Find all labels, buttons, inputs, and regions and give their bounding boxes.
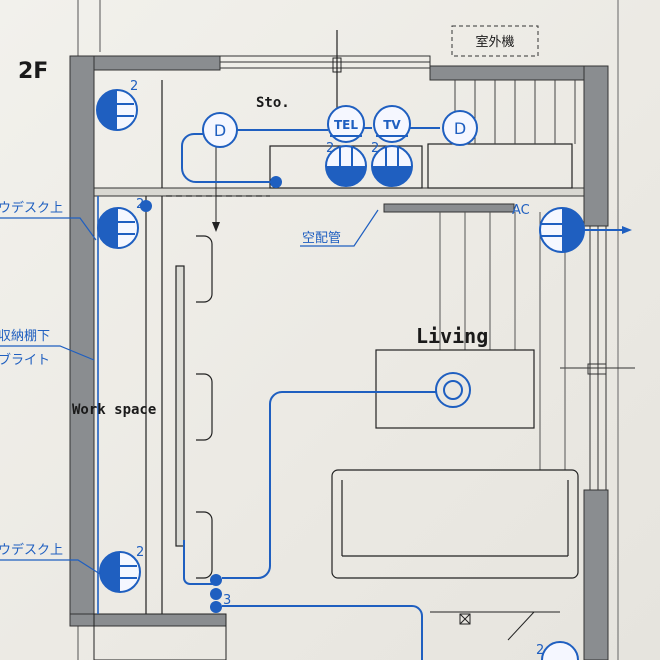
junction-dots — [140, 176, 282, 613]
wall-left — [69, 55, 95, 617]
d-symbol-right — [442, 110, 478, 146]
d-label-left: D — [214, 121, 226, 140]
ceiling-light-icon — [435, 372, 471, 408]
outdoor-unit-box — [451, 25, 539, 57]
outdoor-unit-label: 室外機 — [475, 34, 514, 50]
ac-unit-bar — [383, 203, 515, 213]
tv-board — [375, 349, 535, 429]
count-bottom-right: 2 — [536, 643, 544, 658]
tv-label: TV — [383, 118, 401, 132]
conduit-arrow — [212, 222, 220, 232]
count-desk-lower: 2 — [136, 545, 144, 560]
wall-top-right — [429, 65, 609, 81]
desk-upper-annotation: ウデスク上 — [0, 200, 63, 216]
outlet-icon-desk-lower — [99, 551, 141, 593]
d-label-right: D — [454, 119, 466, 138]
count-desk-upper: 2 — [136, 197, 144, 212]
count-tv: 2 — [371, 141, 379, 156]
bottom-switch-x2 — [459, 613, 471, 625]
tel-label: TEL — [334, 118, 358, 132]
d-symbol-left — [202, 112, 238, 148]
outlet-icon-tv — [371, 145, 413, 187]
bottom-switch-box — [459, 613, 471, 625]
room-label-storage: Sto. — [256, 95, 290, 111]
wall-right-lower — [583, 489, 609, 660]
storage-partition — [93, 187, 585, 197]
desk-lower-annotation: ウデスク上 — [0, 542, 63, 558]
wall-right-upper — [583, 65, 609, 227]
window-right — [560, 225, 635, 491]
room-label-work-space: Work space — [72, 402, 156, 418]
ac-label: AC — [512, 203, 530, 218]
outlet-icon-top-left — [96, 89, 138, 131]
tv-symbol — [373, 105, 411, 143]
floor-label: 2F — [18, 59, 48, 84]
sofa — [331, 469, 579, 579]
shelf-light-annotation-line2: ブライト — [0, 352, 50, 368]
bottom-closet — [93, 613, 227, 660]
count-top-left: 2 — [130, 79, 138, 94]
bottom-door-swing — [507, 611, 535, 641]
count-tel: 2 — [326, 141, 334, 156]
outlet-icon-tel — [325, 145, 367, 187]
work-desk — [145, 196, 213, 614]
annotation-leaders — [0, 209, 379, 575]
count-switch: 3 — [223, 593, 231, 608]
outlet-icon-desk-upper — [97, 207, 139, 249]
outer-walls — [69, 55, 609, 660]
tel-symbol — [327, 105, 365, 143]
window-lock — [332, 57, 342, 73]
outlet-icon-bottom-right — [541, 641, 579, 660]
shelf-light-annotation-line1: 収納棚下 — [0, 329, 50, 344]
conduit-annotation: 空配管 — [302, 231, 341, 246]
window-top — [219, 55, 431, 69]
wall-bottom-left — [69, 613, 227, 627]
ac-outlet-icon — [539, 207, 585, 253]
living-guide-lines — [439, 212, 566, 470]
room-label-living: Living — [416, 324, 488, 348]
ac-arrow-icon — [622, 226, 632, 234]
wiring — [97, 127, 624, 660]
